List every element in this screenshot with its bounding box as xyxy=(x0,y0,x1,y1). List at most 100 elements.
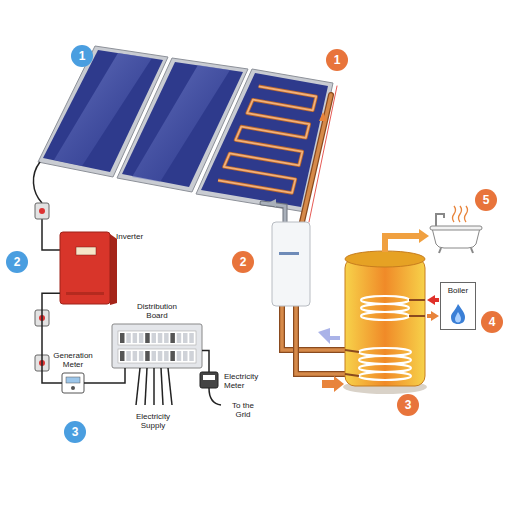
grid-wire xyxy=(209,388,221,405)
wire xyxy=(42,293,62,383)
breaker xyxy=(152,351,157,361)
callout-number: 2 xyxy=(6,251,28,273)
wire xyxy=(84,368,125,383)
isolator-switch xyxy=(39,208,45,214)
node-label: Boiler xyxy=(441,286,475,295)
heating-coil xyxy=(359,372,411,380)
collector-pipe xyxy=(218,86,316,193)
electricity-meter xyxy=(203,375,215,380)
breaker xyxy=(145,351,150,361)
callout-number: 3 xyxy=(397,394,419,416)
generation-meter xyxy=(62,373,84,393)
coil-stub xyxy=(345,374,359,376)
callout-number: 1 xyxy=(71,45,93,67)
inverter-unit xyxy=(60,232,117,305)
callout-number: 4 xyxy=(481,311,503,333)
flame-part xyxy=(455,312,461,323)
solar-pipe xyxy=(282,306,345,350)
callout-number: 3 xyxy=(64,421,86,443)
breaker xyxy=(189,351,194,361)
hot-water-cylinder xyxy=(345,251,425,267)
breaker xyxy=(164,351,169,361)
solar-pipe xyxy=(262,86,345,374)
node-label: Generation Meter xyxy=(46,351,100,369)
distribution-board xyxy=(118,331,196,345)
heating-coil xyxy=(361,296,409,304)
node-label: Inverter xyxy=(116,232,156,241)
dc-wire xyxy=(33,162,42,203)
supply-cable xyxy=(136,368,140,405)
callout-number: 5 xyxy=(475,189,497,211)
solar-pipe xyxy=(302,95,331,222)
heating-coil xyxy=(359,296,411,380)
inverter-unit xyxy=(66,292,104,295)
heating-coil xyxy=(361,312,409,320)
dc-wire xyxy=(42,219,60,250)
controller-unit xyxy=(279,252,299,255)
breaker xyxy=(133,333,138,343)
boiler-arrow xyxy=(427,295,439,305)
boiler-arrow xyxy=(427,311,439,321)
breaker xyxy=(183,333,188,343)
inverter-unit xyxy=(76,247,96,255)
bath xyxy=(430,226,482,230)
flow-arrow xyxy=(318,328,340,344)
flow-arrow xyxy=(268,199,276,207)
inverter-unit xyxy=(110,234,117,305)
supply-cable xyxy=(136,368,172,405)
supply-cable xyxy=(168,368,172,405)
dc-wire xyxy=(33,162,60,250)
heating-coil xyxy=(359,356,411,364)
part-label: Electricity Supply xyxy=(127,412,179,430)
meter-box: Generation Meter xyxy=(62,373,84,393)
breaker xyxy=(139,333,144,343)
supply-cable xyxy=(145,368,147,405)
bath xyxy=(432,228,480,248)
thermal-panel xyxy=(196,69,333,212)
breaker xyxy=(120,351,125,361)
collector-pipe xyxy=(218,86,316,193)
heating-coil xyxy=(359,348,411,356)
breaker xyxy=(126,351,131,361)
solar-pipe xyxy=(282,306,345,350)
breaker xyxy=(139,351,144,361)
solar-pipe xyxy=(262,203,285,222)
controller-unit xyxy=(272,222,310,306)
flow-arrow xyxy=(319,112,327,121)
supply-cable xyxy=(153,368,155,405)
boiler-arrow xyxy=(427,295,439,321)
generation-meter xyxy=(62,373,84,393)
breaker xyxy=(120,333,194,361)
distribution-board xyxy=(112,324,202,368)
wire xyxy=(202,350,209,372)
breaker xyxy=(170,333,175,343)
flow-arrow xyxy=(268,112,344,392)
supply-cable xyxy=(161,368,163,405)
heating-coil xyxy=(361,304,409,312)
breaker xyxy=(177,351,182,361)
controller-unit xyxy=(272,222,310,306)
bath xyxy=(471,248,473,253)
breaker xyxy=(164,333,169,343)
solar-pipe xyxy=(302,95,331,222)
bath xyxy=(453,206,468,222)
board-box: Distribution Board xyxy=(112,324,202,368)
flame-symbol xyxy=(450,303,466,325)
coil-stub xyxy=(409,315,425,317)
solar-pipe xyxy=(262,203,285,222)
hot-water-pipe xyxy=(419,229,429,243)
callout-number: 1 xyxy=(326,49,348,71)
solar-pipe xyxy=(296,306,345,374)
electricity-meter xyxy=(200,372,218,388)
bath xyxy=(430,206,482,253)
boiler-box: Boiler xyxy=(440,282,476,330)
breaker xyxy=(177,333,182,343)
isolator-switch xyxy=(35,203,49,219)
inverter-box: Inverter xyxy=(60,232,110,304)
breaker xyxy=(189,333,194,343)
hot-water-cylinder xyxy=(345,258,425,386)
breaker xyxy=(158,351,163,361)
coil-stub xyxy=(409,299,425,301)
coil-stub xyxy=(345,350,359,352)
